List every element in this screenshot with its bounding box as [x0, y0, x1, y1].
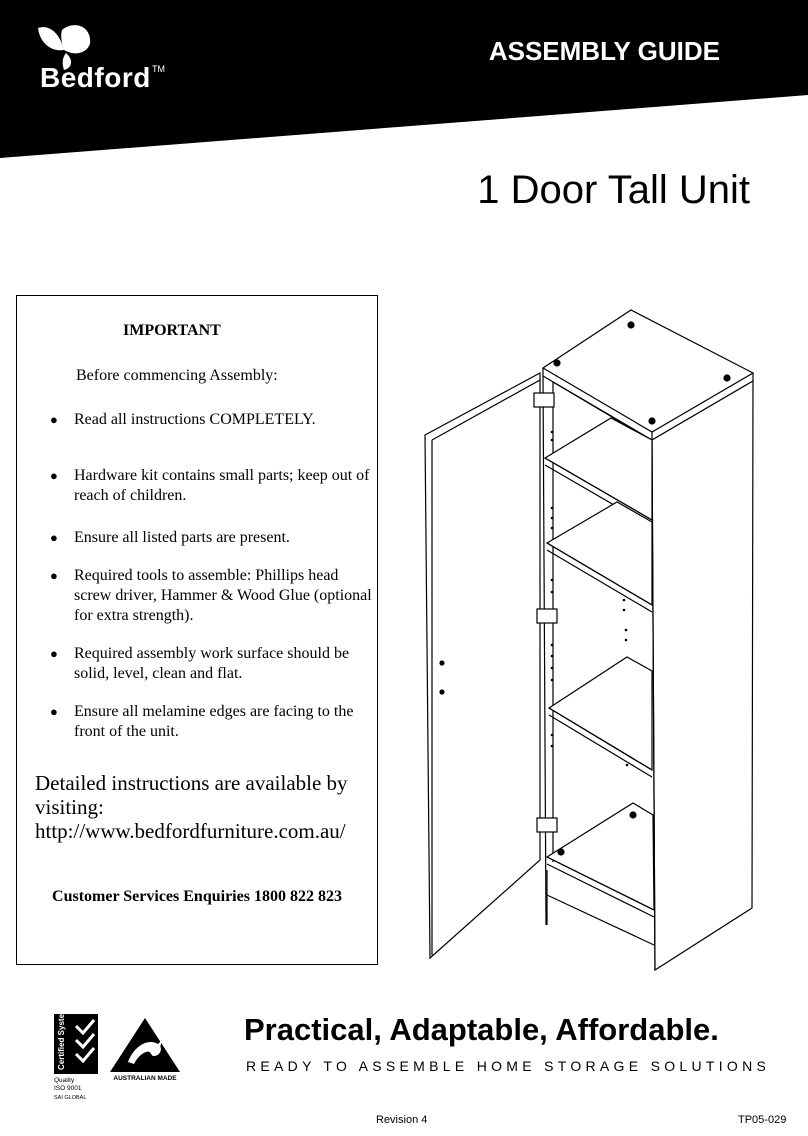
revision-number: Revision 4 [376, 1114, 428, 1126]
bullet-text: Read all instructions COMPLETELY. [74, 411, 316, 428]
website-instructions: Detailed instructions are available by v… [35, 771, 348, 843]
guide-title: ASSEMBLY GUIDE [488, 36, 720, 66]
bullet-dot-icon: ● [50, 704, 58, 719]
notice-intro: Before commencing Assembly: [76, 367, 278, 384]
cabinet-illustration [424, 309, 755, 972]
australian-made-text: AUSTRALIAN MADE [113, 1075, 177, 1082]
document-code: TP05-029 [738, 1114, 787, 1126]
tagline: Practical, Adaptable, Affordable. [244, 1012, 719, 1047]
bullet-dot-icon: ● [50, 530, 58, 545]
bullet-dot-icon: ● [50, 412, 58, 427]
cert-sai-text: SAI GLOBAL [54, 1095, 86, 1101]
bullet-text: Ensure all listed parts are present. [74, 529, 290, 546]
bullet-dot-icon: ● [50, 646, 58, 661]
notice-heading: IMPORTANT [123, 322, 221, 339]
bullet-text: Required assembly work surface should be… [74, 645, 350, 682]
cert-iso-text: ISO 9001 [54, 1085, 82, 1092]
bullet-text: Hardware kit contains small parts; keep … [74, 467, 370, 504]
header-band [0, 0, 808, 158]
bedford-butterfly-icon [38, 25, 91, 70]
brand-trademark: TM [152, 64, 165, 74]
cert-quality-text: Quality [54, 1077, 75, 1084]
bullet-text: Ensure all melamine edges are facing to … [74, 703, 354, 740]
important-notice-box [16, 295, 378, 965]
customer-services: Customer Services Enquiries 1800 822 823 [52, 888, 342, 905]
brand-name: Bedford [40, 62, 151, 93]
document-title: 1 Door Tall Unit [477, 168, 750, 212]
australian-made-kangaroo-icon: AUSTRALIAN MADE [110, 1018, 180, 1082]
certified-system-icon: Certified System Quality ISO 9001 SAI GL… [54, 1012, 98, 1101]
bullet-dot-icon: ● [50, 468, 58, 483]
bullet-dot-icon: ● [50, 568, 58, 583]
bullet-text: Required tools to assemble: Phillips hea… [74, 567, 372, 624]
sub-tagline: READY TO ASSEMBLE HOME STORAGE SOLUTIONS [246, 1058, 771, 1074]
cert-system-text: Certified System [57, 1012, 66, 1070]
